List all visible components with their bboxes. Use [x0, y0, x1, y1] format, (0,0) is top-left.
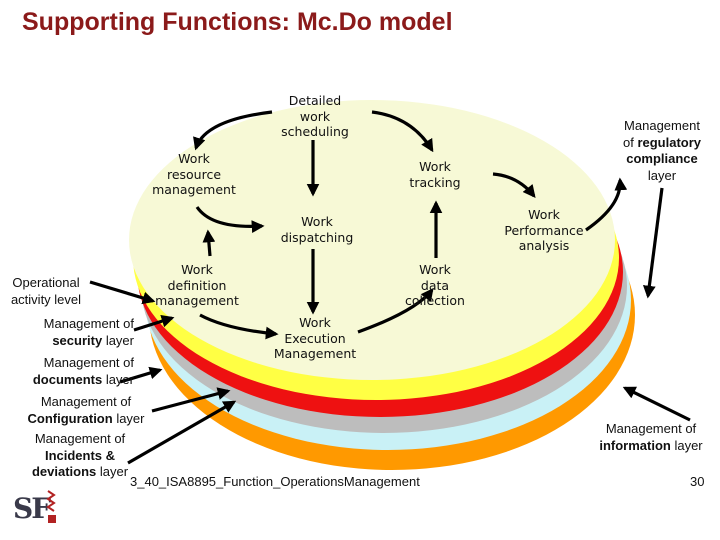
label-line: Management of	[43, 316, 134, 331]
label-regulatory-layer: Management of regulatory compliance laye…	[612, 118, 712, 184]
node-line: Work	[181, 262, 213, 277]
label-line: information layer	[588, 438, 714, 455]
label-line: Management of	[34, 431, 126, 446]
node-line: Work	[299, 315, 331, 330]
label-line: security layer	[20, 333, 134, 350]
label-bold: security	[52, 332, 103, 348]
label-line: Management of	[43, 355, 134, 370]
label-line: compliance	[612, 151, 712, 168]
label-line: Incidents &	[20, 448, 140, 465]
label-line: Operational	[12, 275, 80, 290]
label-line: Management of	[605, 421, 697, 436]
arrow-definition-to-dispatching	[202, 229, 216, 257]
label-rest: layer	[102, 371, 134, 387]
label-incidents-layer: Management of Incidents & deviations lay…	[20, 431, 140, 481]
arrow-incidents	[127, 400, 237, 465]
label-line: deviations layer	[20, 464, 140, 481]
label-bold: information	[599, 437, 671, 453]
arrow-documents	[119, 366, 163, 384]
node-line: Execution	[284, 330, 346, 346]
node-line: management	[152, 182, 236, 197]
label-information-layer: Management of information layer	[588, 421, 714, 454]
sfy-logo: SF	[12, 487, 58, 527]
label-bold: Incidents &	[44, 447, 116, 463]
label-line: Management of	[40, 394, 132, 409]
node-line: data	[420, 277, 450, 293]
node-line: work	[299, 108, 331, 124]
label-line: layer	[647, 167, 677, 183]
arrow-information	[622, 386, 691, 422]
label-line: Configuration layer	[18, 411, 154, 428]
label-configuration-layer: Management of Configuration layer	[18, 394, 154, 427]
label-rest: layer	[102, 332, 134, 348]
label-rest: layer	[670, 437, 703, 453]
node-line: resource	[166, 166, 222, 182]
logo-square	[48, 515, 56, 523]
label-bold: regulatory	[637, 134, 702, 150]
arrow-execution-to-collection	[357, 287, 434, 334]
node-line: analysis	[518, 238, 570, 253]
node-line: collection	[405, 293, 465, 308]
node-line: Management	[273, 346, 357, 361]
label-rest: layer	[112, 410, 145, 426]
footer-filename: 3_40_ISA8895_Function_OperationsManageme…	[130, 474, 420, 489]
label-line: activity level	[10, 291, 82, 307]
node-line: Detailed	[288, 93, 342, 108]
node-line: Work	[419, 262, 451, 277]
label-line: documents layer	[20, 372, 134, 389]
node-line: definition	[167, 277, 227, 293]
node-line: Work	[301, 214, 333, 229]
node-line: Performance	[504, 222, 584, 238]
node-line: Work	[528, 207, 560, 222]
arrow-scheduling-to-tracking	[371, 110, 434, 153]
label-rest: of	[622, 134, 638, 150]
label-bold: documents	[32, 371, 103, 387]
arrow-tracking-to-performance	[492, 172, 536, 198]
arrow-operational	[89, 280, 156, 305]
label-documents-layer: Management of documents layer	[20, 355, 134, 388]
page-title: Supporting Functions: Mc.Do model	[22, 8, 453, 36]
node-line: tracking	[409, 174, 461, 190]
arrow-configuration	[151, 387, 231, 413]
logo-text: SF	[13, 492, 51, 525]
node-line: management	[155, 293, 239, 308]
label-rest: layer	[96, 464, 129, 479]
label-security-layer: Management of security layer	[20, 316, 134, 349]
label-bold: Configuration	[27, 410, 113, 426]
arrow-regulatory	[642, 187, 664, 299]
node-line: scheduling	[281, 124, 349, 139]
arrow-definition-to-execution	[199, 313, 279, 340]
label-bold: deviations	[31, 464, 97, 479]
node-line: Work	[178, 151, 210, 166]
node-line: dispatching	[280, 229, 354, 245]
label-line: of regulatory	[612, 135, 712, 152]
logo-mark	[46, 490, 56, 512]
arrow-security	[133, 314, 175, 332]
arrow-resource-to-dispatching	[195, 206, 265, 233]
layer-top	[129, 100, 615, 380]
arrow-performance-to-regulatory	[585, 177, 628, 232]
node-line: Work	[419, 159, 451, 174]
page-number: 30	[690, 474, 705, 489]
label-bold: compliance	[626, 151, 698, 166]
arrow-scheduling-to-resource	[193, 110, 273, 151]
label-line: Management	[624, 118, 700, 133]
